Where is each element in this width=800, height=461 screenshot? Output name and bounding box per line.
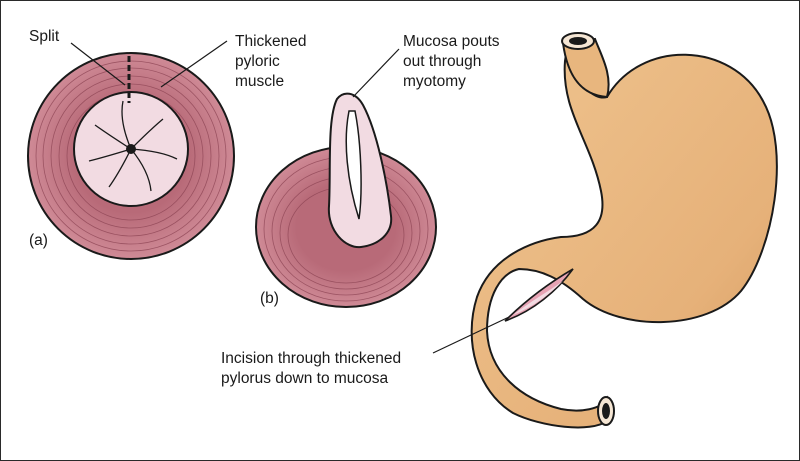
label-line: pylorus down to mucosa: [221, 370, 389, 387]
esophagus: [561, 37, 610, 99]
stomach-body: [470, 47, 778, 429]
duodenum-lumen: [602, 403, 610, 419]
incision-mucosa: [513, 281, 563, 315]
thickened-muscle-pointer: [160, 40, 228, 88]
label-panel-b: (b): [260, 290, 279, 307]
label-line: out through: [403, 53, 482, 70]
label-line: muscle: [235, 73, 285, 90]
lumen-center: [126, 144, 136, 154]
label-line: Incision through thickened: [221, 350, 402, 367]
label-line: Thickened: [235, 33, 307, 50]
label-line: pyloric: [235, 53, 280, 70]
label-panel-a: (a): [29, 232, 48, 249]
pyloric-incision: [504, 268, 574, 322]
mucosa-pointer: [352, 48, 400, 98]
label-incision: Incision through thickened pylorus down …: [221, 349, 401, 389]
label-split: Split: [29, 28, 60, 45]
label-mucosa-pouts: Mucosa pouts out through myotomy: [403, 32, 500, 92]
incision-pointer: [432, 316, 510, 354]
mucosa-slit: [345, 110, 362, 220]
label-line: Mucosa pouts: [403, 33, 500, 50]
split-pointer: [70, 42, 126, 86]
label-thickened-pyloric-muscle: Thickened pyloric muscle: [235, 32, 307, 92]
pylorus-cross-section-a: [27, 40, 235, 260]
stomach-illustration: [432, 32, 778, 429]
pylorus-cross-section-b: [255, 48, 437, 308]
muscle-fibre-lines: [35, 60, 227, 252]
esophagus-lumen: [569, 37, 587, 45]
label-line: myotomy: [403, 73, 466, 90]
